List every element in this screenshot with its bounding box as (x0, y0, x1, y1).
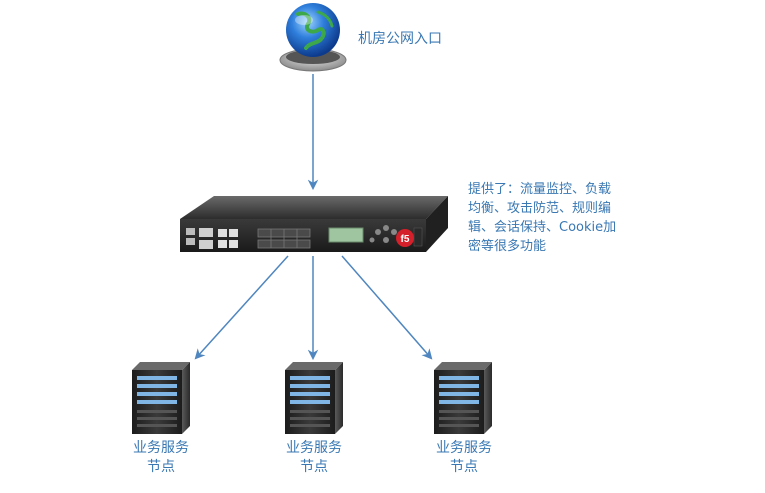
server-node-caption-line: 节点 (147, 459, 175, 475)
server-node-caption-1: 业务服务 节点 (106, 439, 216, 477)
arrow-lb-to-server-1 (194, 255, 289, 360)
arrow-lb-to-server-3 (341, 255, 433, 360)
server-node-caption-line: 节点 (450, 459, 478, 475)
lb-description-line: 提供了：流量监控、负载 (468, 182, 612, 197)
load-balancer-device-icon: f5 (180, 196, 448, 252)
lb-description-line: 均衡、攻击防范、规则编 (468, 201, 612, 216)
server-node-caption-line: 节点 (300, 459, 328, 475)
lb-description: 提供了：流量监控、负载 均衡、攻击防范、规则编 辑、会话保持、Cookie加 密… (468, 180, 616, 256)
server-node-caption-3: 业务服务 节点 (409, 439, 519, 477)
server-node-caption-line: 业务服务 (436, 440, 492, 456)
lb-description-line: 密等很多功能 (468, 239, 547, 254)
server-icon (285, 362, 343, 434)
server-icon (132, 362, 190, 434)
globe-icon (279, 3, 347, 72)
server-icon (434, 362, 492, 434)
server-node-caption-line: 业务服务 (133, 440, 189, 456)
server-node-caption-line: 业务服务 (286, 440, 342, 456)
lb-description-line: 辑、会话保持、Cookie加 (468, 220, 617, 235)
server-node-caption-2: 业务服务 节点 (259, 439, 369, 477)
f5-logo-text: f5 (401, 234, 410, 245)
entry-label: 机房公网入口 (358, 31, 442, 47)
